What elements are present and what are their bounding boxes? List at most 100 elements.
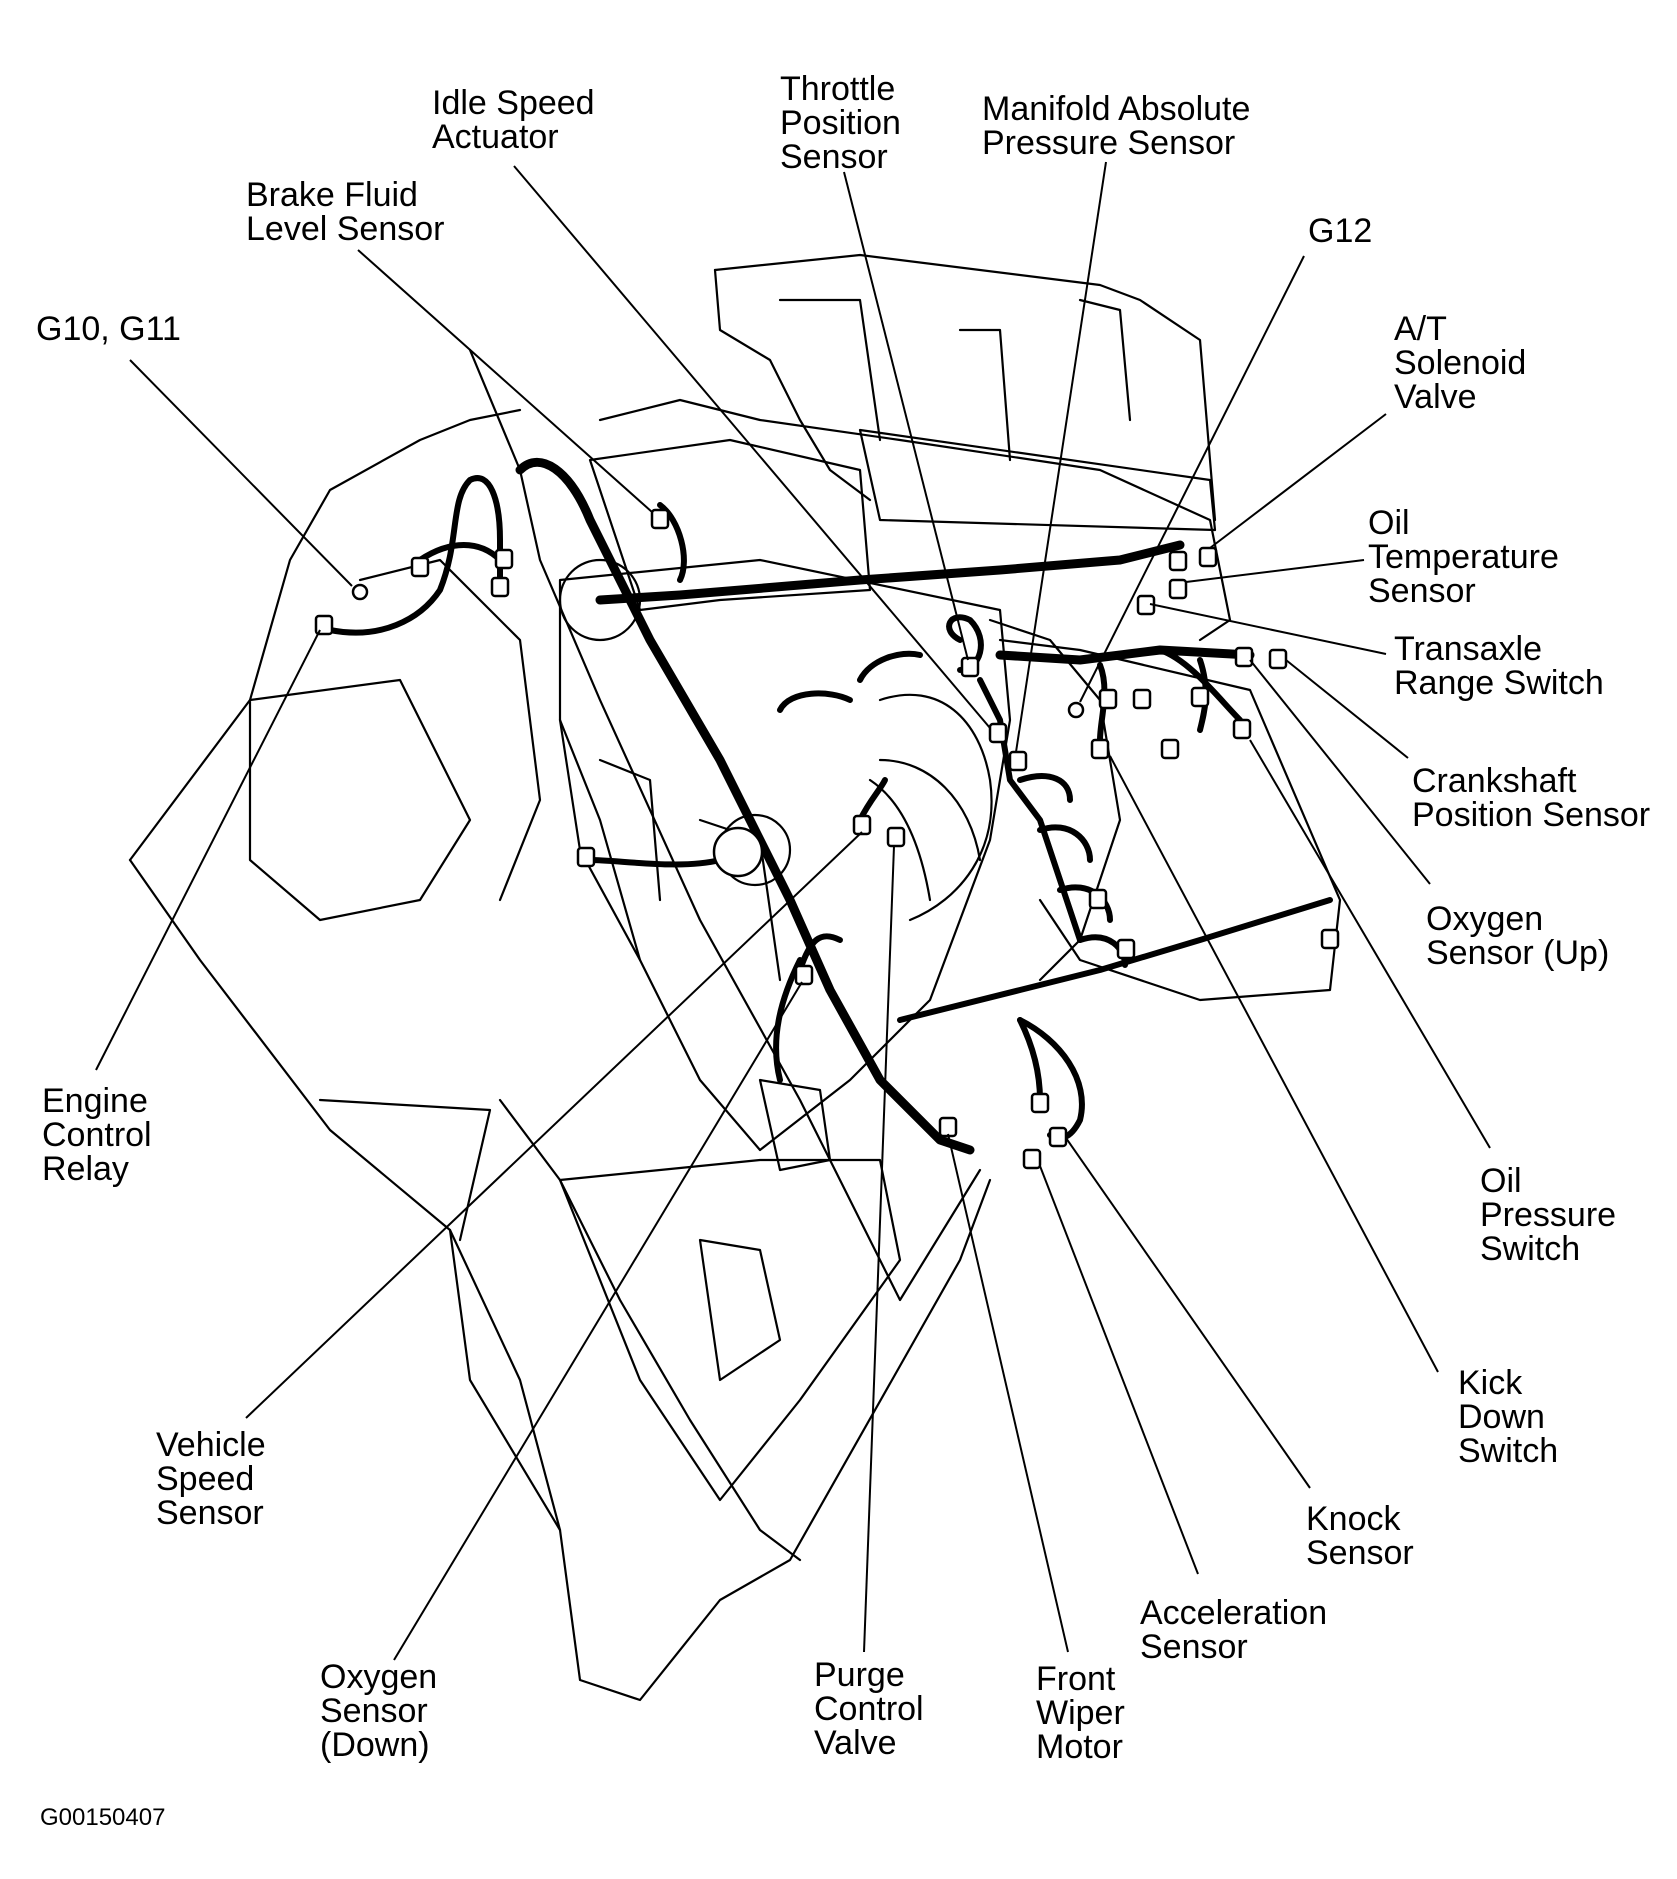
o2down-connector [794, 964, 814, 986]
oilp-connector [1160, 738, 1180, 760]
o2-down-branch [587, 857, 723, 868]
leader-vehicle-speed [245, 831, 863, 1419]
callout-throttle-position: Throttle Position Sensor [780, 70, 901, 176]
callout-map-sensor: Manifold Absolute Pressure Sensor [982, 90, 1251, 162]
inj-1 [1017, 773, 1073, 803]
left-connector-2 [490, 576, 510, 598]
leader-acceleration [1039, 1165, 1199, 1575]
pulley [718, 813, 792, 887]
left-branch-2 [417, 542, 503, 563]
engine-block [558, 558, 1012, 1152]
leader-front-wiper [947, 1133, 1069, 1653]
leader-throttle [843, 171, 969, 661]
callout-oil-temp: Oil Temperature Sensor [1368, 504, 1559, 610]
engine-harness [995, 645, 1255, 665]
firewall-left [713, 268, 872, 502]
leader-g10-g11 [129, 359, 353, 587]
vss-connector [576, 846, 596, 868]
callout-engine-relay: Engine Control Relay [42, 1082, 152, 1188]
relay-branch [327, 477, 473, 636]
vss-branch [857, 777, 888, 823]
throttle-connector [960, 656, 980, 678]
leader-at-solenoid [1209, 413, 1387, 549]
leader-knock [1065, 1137, 1311, 1489]
callout-transaxle-range: Transaxle Range Switch [1394, 630, 1604, 702]
callout-knock: Knock Sensor [1306, 1500, 1414, 1572]
relay-connector [314, 614, 334, 636]
leader-brake-fluid [357, 249, 653, 513]
leader-lines [95, 161, 1491, 1661]
leader-idle-speed [513, 165, 991, 729]
figure-code: G00150407 [40, 1804, 166, 1831]
inj-connector-2 [1132, 688, 1152, 710]
callout-vehicle-speed: Vehicle Speed Sensor [156, 1426, 266, 1532]
map-connector [1008, 750, 1028, 772]
leader-oil-temp [1185, 559, 1365, 583]
inj-connector-1 [1098, 688, 1118, 710]
idle-branch [857, 650, 923, 683]
strut-tower [248, 678, 472, 922]
accel-connector [1030, 1092, 1050, 1114]
brake-connector [650, 508, 670, 530]
callout-oxygen-down: Oxygen Sensor (Down) [320, 1658, 438, 1764]
callout-crankshaft: Crankshaft Position Sensor [1412, 762, 1651, 834]
ground-g10 [351, 583, 369, 601]
callout-kick-down: Kick Down Switch [1458, 1364, 1559, 1470]
callout-g12: G12 [1308, 212, 1373, 250]
ground-g12 [1067, 701, 1085, 719]
callout-at-solenoid: A/T Solenoid Valve [1394, 310, 1527, 416]
hose [878, 693, 993, 922]
lower-fender [128, 858, 992, 1702]
front-panel [468, 348, 982, 1302]
acc2-connector [1022, 1148, 1042, 1170]
intake-manifold [988, 618, 1122, 982]
inj-connector-4 [1088, 888, 1108, 910]
callout-purge-control: Purge Control Valve [814, 1656, 924, 1762]
leader-oxygen-down [393, 981, 803, 1661]
kick-connector [1090, 738, 1110, 760]
callout-brake-fluid: Brake Fluid Level Sensor [246, 176, 445, 248]
leader-g12 [1079, 255, 1305, 703]
transaxle-connector [1268, 648, 1288, 670]
lower-right-connector [1320, 928, 1340, 950]
callout-front-wiper: Front Wiper Motor [1036, 1660, 1125, 1766]
cowl-box [778, 298, 1132, 462]
leader-purge [863, 845, 895, 1653]
wiper-connector [938, 1116, 958, 1138]
accessory-bracket [698, 1078, 832, 1382]
inj-2 [1037, 824, 1093, 863]
idle-connector [988, 722, 1008, 744]
inj-connector-5 [1116, 938, 1136, 960]
air-box [858, 428, 1217, 532]
connectors [314, 508, 1340, 1170]
bumper-edge [318, 1098, 562, 1532]
oxygen-up-connector [1232, 718, 1252, 740]
cowl [598, 398, 1232, 642]
leader-oil-pressure [1249, 739, 1491, 1149]
left-connector-3 [494, 548, 514, 570]
inner-fender [358, 558, 542, 902]
purge-connector [852, 814, 872, 836]
left-connector-1 [410, 556, 430, 578]
oiltemp-connector [1168, 578, 1188, 600]
lower-engine [897, 897, 1333, 1023]
leader-oxygen-up [1249, 659, 1431, 885]
leader-kick-down [1109, 755, 1439, 1373]
at-connector [1198, 546, 1218, 568]
main-harness [515, 457, 975, 1155]
leader-engine-relay [95, 629, 321, 1071]
callout-oil-pressure: Oil Pressure Switch [1480, 1162, 1617, 1268]
left-harness [467, 475, 503, 583]
at-connector-2 [1168, 550, 1188, 572]
leader-transaxle [1149, 603, 1387, 655]
radiator [558, 1158, 902, 1502]
inj-connector-3 [1190, 686, 1210, 708]
purge-branch [797, 933, 843, 973]
purge-connector-2 [886, 826, 906, 848]
inj-4 [1077, 934, 1128, 968]
firewall-harness [595, 540, 1185, 605]
vss-grommet [712, 826, 764, 878]
firewall-top [713, 253, 1217, 522]
